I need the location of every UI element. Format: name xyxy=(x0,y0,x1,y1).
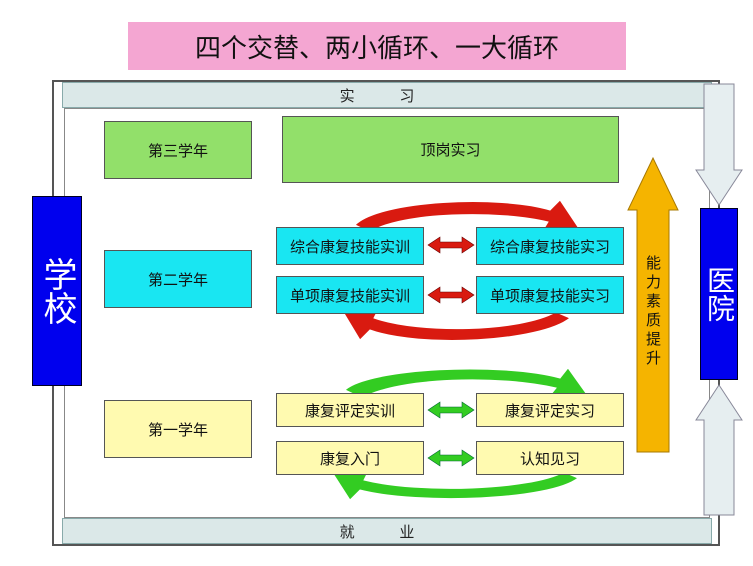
comprehensive-training-label: 综合康复技能实训 xyxy=(289,237,410,256)
school-label: 学校 xyxy=(37,257,77,325)
comprehensive-practice-label: 综合康复技能实习 xyxy=(489,237,610,256)
year-first-box: 第一学年 xyxy=(104,400,252,458)
arrow-down-to-hospital-icon xyxy=(695,83,743,206)
year-second-box: 第二学年 xyxy=(104,250,252,308)
intro-label: 康复入门 xyxy=(319,449,380,468)
ability-arrow-label: 能力素质提升 xyxy=(640,255,666,405)
observation-label: 认知见习 xyxy=(519,449,580,468)
comprehensive-training-box: 综合康复技能实训 xyxy=(276,227,424,265)
single-training-label: 单项康复技能实训 xyxy=(289,286,410,305)
comprehensive-practice-box: 综合康复技能实习 xyxy=(476,227,624,265)
single-practice-box: 单项康复技能实习 xyxy=(476,276,624,314)
double-arrow-green-1-icon xyxy=(427,401,475,419)
arrow-up-to-hospital-icon xyxy=(695,384,743,516)
assessment-training-box: 康复评定实训 xyxy=(276,393,424,427)
assessment-practice-label: 康复评定实习 xyxy=(504,401,595,420)
intro-box: 康复入门 xyxy=(276,441,424,475)
post-internship-box: 顶岗实习 xyxy=(282,116,619,183)
hospital-box: 医院 xyxy=(700,208,738,380)
single-training-box: 单项康复技能实训 xyxy=(276,276,424,314)
ability-up-arrow-icon xyxy=(627,156,679,453)
band-employment: 就 业 xyxy=(62,518,712,544)
year-third-box: 第三学年 xyxy=(104,121,252,179)
ability-arrow-text: 能力素质提升 xyxy=(644,255,662,369)
double-arrow-green-2-icon xyxy=(427,449,475,467)
diagram-title: 四个交替、两小循环、一大循环 xyxy=(128,22,626,70)
band-employment-label: 就 业 xyxy=(339,522,435,541)
year-first-label: 第一学年 xyxy=(147,420,208,439)
band-internship: 实 习 xyxy=(62,82,712,108)
assessment-training-label: 康复评定实训 xyxy=(304,401,395,420)
assessment-practice-box: 康复评定实习 xyxy=(476,393,624,427)
band-internship-label: 实 习 xyxy=(339,86,435,105)
double-arrow-red-2-icon xyxy=(427,286,475,304)
post-internship-label: 顶岗实习 xyxy=(420,141,481,159)
year-third-label: 第三学年 xyxy=(147,141,208,160)
school-box: 学校 xyxy=(32,196,82,386)
year-second-label: 第二学年 xyxy=(147,270,208,289)
hospital-label: 医院 xyxy=(703,266,736,322)
observation-box: 认知见习 xyxy=(476,441,624,475)
double-arrow-red-1-icon xyxy=(427,236,475,254)
single-practice-label: 单项康复技能实习 xyxy=(489,286,610,305)
